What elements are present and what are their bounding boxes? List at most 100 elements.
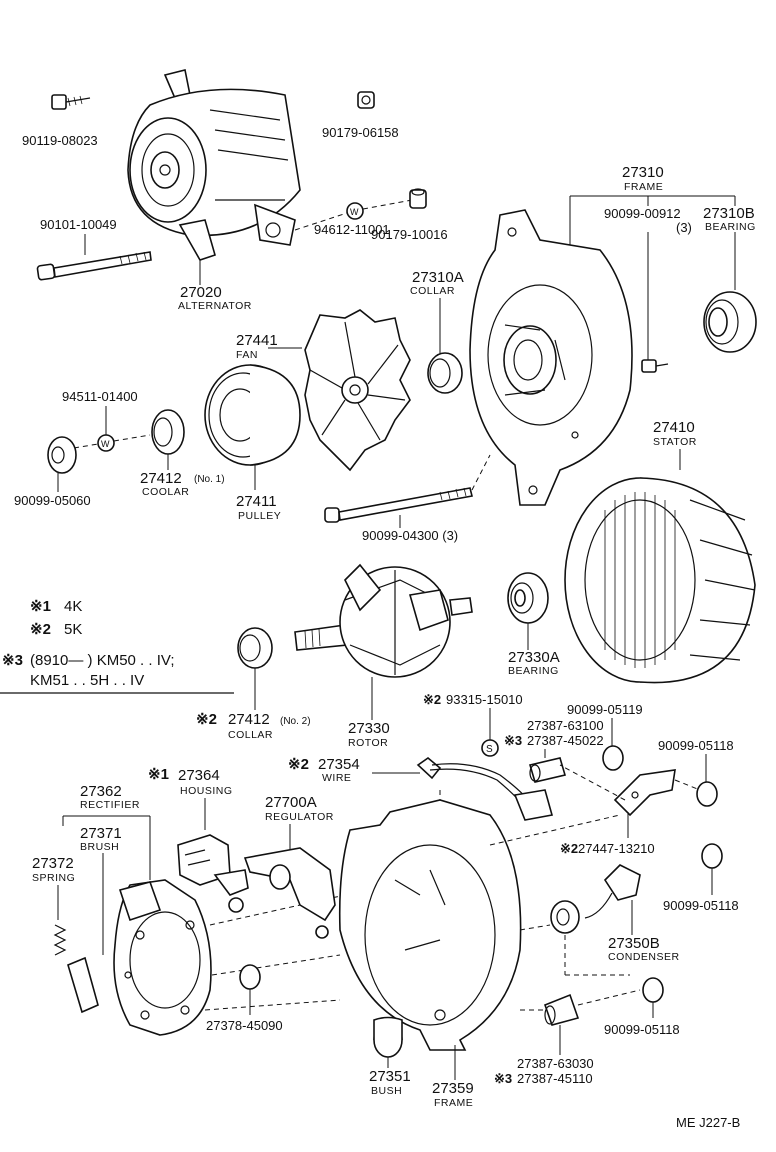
label-collar2: COLLAR: [228, 729, 273, 741]
label-90179-10016: 90179-10016: [371, 227, 448, 242]
label-90099-05119: 90099-05119: [567, 702, 643, 717]
svg-text:W: W: [101, 439, 110, 449]
label-bush: BUSH: [371, 1085, 402, 1097]
frame-27359: [338, 799, 522, 1051]
label-27387-63100: 27387-63100: [527, 718, 604, 733]
notes-block: ※1 4K ※2 5K ※3 (8910— ) KM50 . . IV; KM5…: [0, 598, 234, 694]
label-27372: 27372: [32, 855, 74, 872]
nut-90099-05118a: [696, 781, 718, 807]
bush-27351: [373, 1016, 403, 1058]
washer-94511-01400: W: [97, 434, 115, 452]
label-27364-mark: ※1: [148, 766, 169, 783]
plate-27447-13210: [613, 769, 676, 817]
regulator-27700A: [243, 847, 336, 939]
housing-27364: [177, 834, 249, 896]
label-27354-mark: ※2: [288, 756, 309, 773]
condenser-27350B: [550, 864, 641, 934]
wire-27354: [416, 756, 554, 821]
label-27330: 27330: [348, 720, 390, 737]
label-90179-06158: 90179-06158: [322, 125, 399, 140]
nut-90099-05118c: [642, 977, 664, 1003]
label-27371: 27371: [80, 825, 122, 842]
label-27310A: 27310A: [412, 269, 464, 286]
collar-27310A: [427, 352, 463, 394]
s-marker-93315: S: [481, 739, 499, 757]
label-27387-45110: 27387-45110: [517, 1071, 593, 1086]
note1-mark: ※1: [30, 598, 51, 615]
label-27310B: 27310B: [703, 205, 755, 222]
label-94612-11001: 94612-11001: [314, 222, 390, 237]
label-27412b-mark: ※2: [196, 711, 217, 728]
insulator-27387-63030: [543, 993, 580, 1026]
label-27364: 27364: [178, 767, 220, 784]
label-27411: 27411: [236, 493, 277, 510]
label-27412: 27412: [140, 470, 182, 487]
label-wire: WIRE: [322, 772, 351, 784]
note3-line1: (8910— ) KM50 . . IV;: [30, 652, 175, 669]
note2-text: 5K: [64, 621, 82, 638]
bolt-90101-10049: [36, 251, 152, 281]
label-rotor: ROTOR: [348, 737, 388, 749]
label-27447-mark: ※2: [560, 841, 578, 856]
label-27410: 27410: [653, 419, 695, 436]
label-27351: 27351: [369, 1068, 411, 1085]
brush-27371: [67, 956, 99, 1014]
label-27447-13210: 27447-13210: [578, 841, 655, 856]
bolt-90099-04300: [324, 487, 473, 523]
nut-90179-10016: [409, 188, 427, 209]
label-27020: 27020: [180, 284, 222, 301]
label-27378-45090: 27378-45090: [206, 1018, 283, 1033]
label-coolar: COOLAR: [142, 486, 189, 498]
label-frame: FRAME: [624, 181, 663, 193]
label-qty3a: (3): [676, 220, 692, 235]
bolt-90119-08023: [51, 94, 91, 110]
note2-mark: ※2: [30, 621, 51, 638]
label-fan: FAN: [236, 349, 258, 361]
frame-27310: [469, 209, 633, 506]
label-alternator: ALTERNATOR: [178, 300, 252, 312]
label-27387-45110-mark: ※3: [494, 1071, 512, 1086]
note3-mark: ※3: [2, 652, 23, 669]
label-90099-05118a: 90099-05118: [658, 738, 734, 753]
coolar-27412-no1: [151, 409, 185, 455]
nut-90099-05060: [47, 436, 77, 474]
label-27359: 27359: [432, 1080, 474, 1097]
bearing-27330A: [507, 572, 549, 624]
label-rectifier: RECTIFIER: [80, 799, 140, 811]
label-no1: (No. 1): [194, 474, 225, 485]
note1-text: 4K: [64, 598, 82, 615]
label-frame2: FRAME: [434, 1097, 473, 1109]
label-27310: 27310: [622, 164, 664, 181]
rectifier-27362: [113, 879, 212, 1036]
label-27350B: 27350B: [608, 935, 660, 952]
fan-27441: [304, 309, 411, 472]
label-no2: (No. 2): [280, 716, 311, 727]
label-90119-08023: 90119-08023: [22, 133, 98, 148]
spring-27372: [53, 924, 67, 956]
label-93315-15010: 93315-15010: [446, 692, 523, 707]
label-27700A: 27700A: [265, 794, 317, 811]
label-27362: 27362: [80, 783, 122, 800]
rotor-27330: [294, 563, 473, 678]
label-27330A: 27330A: [508, 649, 560, 666]
nut-90099-05118b: [701, 843, 723, 869]
alternator-assembly: [127, 69, 301, 261]
label-stator: STATOR: [653, 436, 697, 448]
note3-line2: KM51 . . 5H . . IV: [30, 672, 144, 689]
label-spring: SPRING: [32, 872, 75, 884]
label-27387-63030: 27387-63030: [517, 1056, 594, 1071]
label-27387-45022-mark: ※3: [504, 733, 522, 748]
nut-90099-05119: [602, 745, 624, 771]
label-collar: COLLAR: [410, 285, 455, 297]
svg-text:S: S: [486, 744, 493, 755]
label-regulator: REGULATOR: [265, 811, 334, 823]
label-90099-05060: 90099-05060: [14, 493, 91, 508]
nut-90179-06158: [357, 91, 375, 109]
label-27412b: 27412: [228, 711, 270, 728]
label-pulley: PULLEY: [238, 510, 281, 522]
svg-text:W: W: [350, 207, 359, 217]
label-90099-05118b: 90099-05118: [663, 898, 739, 913]
label-90101-10049: 90101-10049: [40, 217, 117, 232]
label-27354: 27354: [318, 756, 360, 773]
